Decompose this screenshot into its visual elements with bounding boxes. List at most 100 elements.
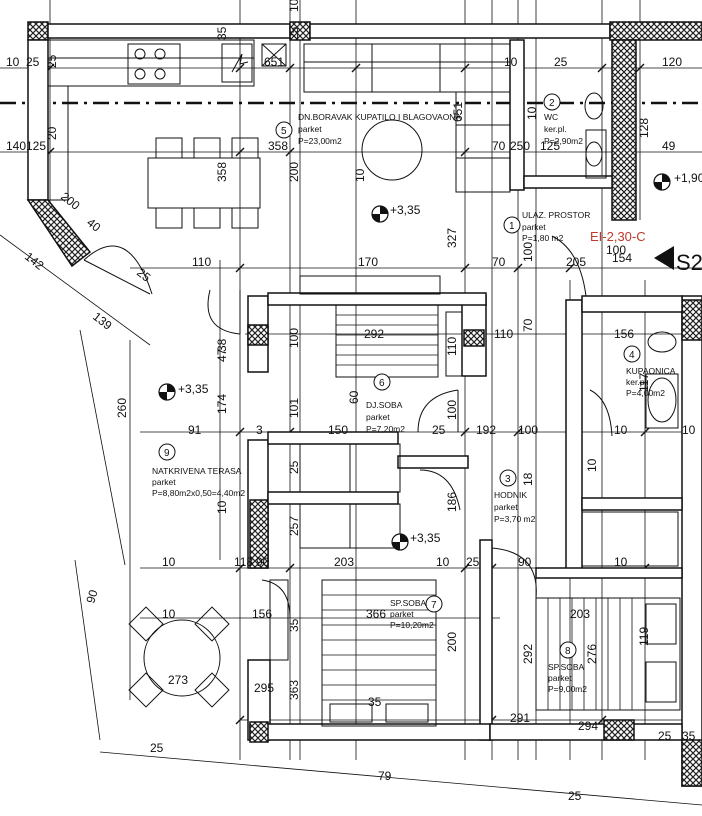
dimension-label: 10 — [504, 55, 518, 69]
dimension-label: 358 — [215, 162, 229, 182]
room-4-area: P=4,00m2 — [626, 388, 665, 398]
dimension-label: 174 — [215, 394, 229, 414]
room-2-name: WC — [544, 112, 558, 122]
dimension-label: 35 — [287, 618, 301, 632]
dimension-label: 125 — [26, 139, 46, 153]
room-6-name: DJ.SOBA — [366, 400, 403, 410]
dimension-label: 203 — [334, 555, 354, 569]
dimension-labels-vertical: 35 25 10 358 200 10 10 128 20 25 651 327… — [45, 0, 651, 700]
dimension-label: 292 — [521, 644, 535, 664]
dimension-label: 139 — [90, 309, 115, 333]
dimension-label: 90 — [256, 555, 270, 569]
room-9-name: NATKRIVENA TERASA — [152, 466, 242, 476]
dimension-label: 156 — [614, 327, 634, 341]
room-1-name: ULAZ. PROSTOR — [522, 210, 590, 220]
dimension-label: 10 — [353, 168, 367, 182]
dimension-label: 90 — [83, 588, 100, 605]
dimension-label: 125 — [540, 139, 560, 153]
level-label: +3,35 — [410, 531, 441, 545]
dimension-label: 110 — [445, 337, 459, 356]
dimension-label: 156 — [252, 607, 272, 621]
dimension-label: 35 — [368, 695, 382, 709]
dimension-label: 10 — [162, 607, 176, 621]
dimension-label: 25 — [287, 460, 301, 474]
dimension-label: 10 — [585, 458, 599, 472]
dimension-label: 200 — [58, 189, 83, 213]
dimension-label: 118 — [234, 555, 253, 569]
dimension-label: 25 — [466, 555, 480, 569]
room-3-floor: parket — [494, 502, 518, 512]
dimension-label: 79 — [378, 769, 392, 783]
dimension-label: 295 — [254, 681, 274, 695]
dimension-label: 25 — [287, 26, 301, 40]
dimension-label: 100 — [518, 423, 538, 437]
room-2-floor: ker.pl. — [544, 124, 567, 134]
dimension-label: 100 — [287, 328, 301, 348]
dimension-label: 140 — [6, 139, 26, 153]
dimension-label: 119 — [637, 627, 651, 646]
room-9-number: 9 — [164, 448, 170, 459]
dimension-label: 291 — [510, 711, 530, 725]
level-label: +3,35 — [178, 382, 209, 396]
dimension-label: 651 — [264, 55, 284, 69]
room-1-floor: parket — [522, 222, 546, 232]
room-7-floor: parket — [390, 609, 414, 619]
room-8-floor: parket — [548, 673, 572, 683]
dimension-label: 366 — [366, 607, 386, 621]
fire-rating-stamp: EI-2,30-C — [590, 229, 646, 244]
dimension-label: 250 — [510, 139, 530, 153]
dimension-label: 38 — [215, 338, 229, 352]
room-2-area: P=2,90m2 — [544, 136, 583, 146]
room-5-number: 5 — [281, 126, 287, 137]
dimension-label: 60 — [347, 390, 361, 404]
room-9-area: P=8,80m2x0,50=4,40m2 — [152, 488, 245, 498]
dimension-label: 20 — [45, 126, 59, 140]
dimension-label: 25 — [26, 55, 40, 69]
dimension-label: 35 — [682, 729, 696, 743]
dimension-label: 25 — [568, 789, 582, 803]
level-label: +3,35 — [390, 203, 421, 217]
dimension-label: 18 — [521, 472, 535, 486]
dimension-label: 49 — [662, 139, 676, 153]
room-7-name: SP.SOBA — [390, 598, 427, 608]
dimension-label: 90 — [518, 555, 532, 569]
dimension-label: 47 — [215, 348, 229, 362]
dimension-label: 25 — [150, 741, 164, 755]
dimension-label: 3 — [256, 423, 263, 437]
dimension-label: 25 — [45, 54, 59, 68]
dimension-label: 25 — [432, 423, 446, 437]
room-5-name: DN.BORAVAK KUPATILO I BLAGOVAONA — [298, 112, 461, 122]
dimension-label: 100 — [445, 400, 459, 420]
furniture — [47, 39, 681, 727]
dimension-label: 35 — [215, 26, 229, 40]
dimension-label: 260 — [115, 398, 129, 418]
dimension-label: 200 — [287, 162, 301, 182]
room-7-area: P=10,20m2 — [390, 620, 434, 630]
dimension-label: 100 — [606, 243, 626, 257]
dimension-label: 128 — [637, 118, 651, 138]
room-8-name: SP.SOBA — [548, 662, 585, 672]
dimension-label: 200 — [445, 632, 459, 652]
room-5-floor: parket — [298, 124, 322, 134]
dimension-label: 142 — [22, 249, 47, 273]
room-4-number: 4 — [629, 350, 635, 361]
dimension-label: 257 — [287, 516, 301, 536]
room-8-number: 8 — [565, 646, 571, 657]
dimension-label: 292 — [364, 327, 384, 341]
dimension-label: 154 — [612, 251, 632, 265]
dimension-label: 25 — [554, 55, 568, 69]
dimension-label: 273 — [168, 673, 188, 687]
dimension-label: 91 — [188, 423, 202, 437]
room-2-number: 2 — [549, 98, 555, 109]
level-markers — [158, 173, 671, 551]
room-4-name: KUPAONICA — [626, 366, 676, 376]
dimension-label: 120 — [662, 55, 682, 69]
dimension-label: 327 — [445, 228, 459, 248]
room-3-area: P=3,70 m2 — [494, 514, 536, 524]
dimension-label: 10 — [6, 55, 20, 69]
dimension-label: 10 — [614, 423, 628, 437]
room-9-floor: parket — [152, 477, 176, 487]
dimension-label: 110 — [192, 255, 211, 269]
dimension-label: 40 — [84, 215, 103, 234]
room-8-area: P=9,00m2 — [548, 684, 587, 694]
